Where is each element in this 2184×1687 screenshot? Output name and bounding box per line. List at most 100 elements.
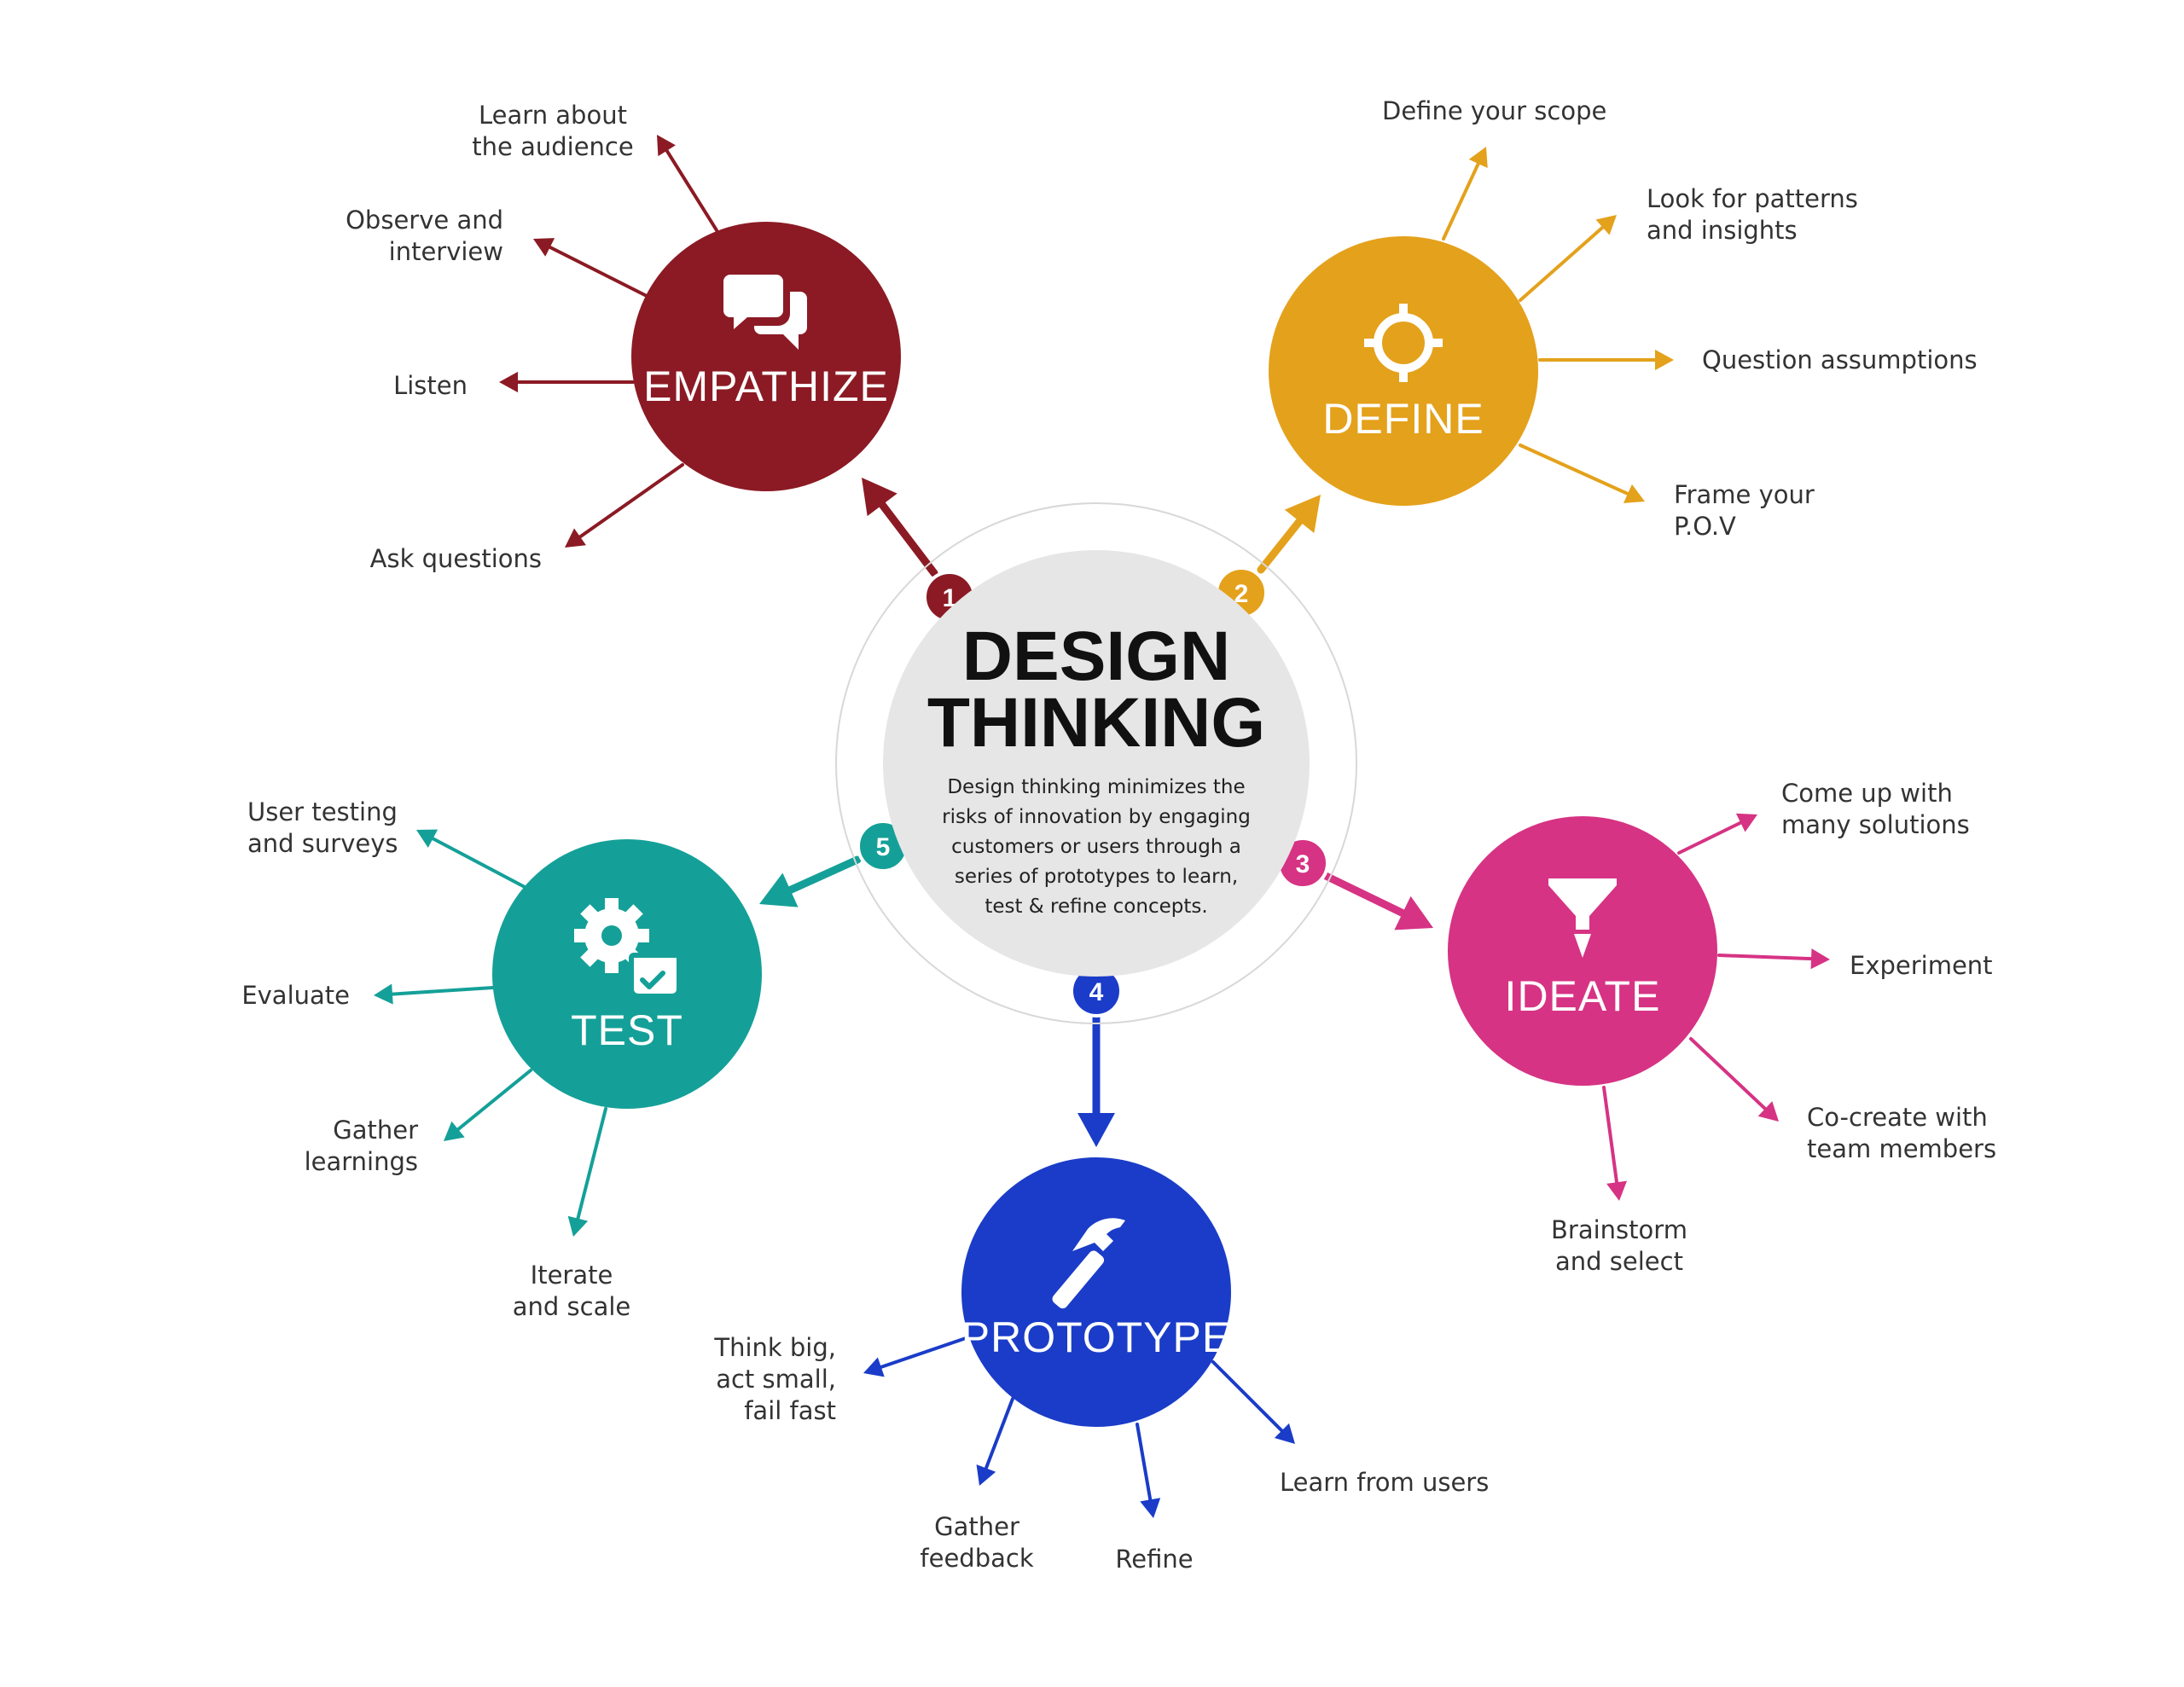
ideate-connector-arrow	[1318, 870, 1433, 930]
test-item-label-line: Iterate	[531, 1261, 613, 1290]
center-description-line: customers or users through a	[951, 836, 1241, 858]
test-item-label-line: Evaluate	[241, 981, 350, 1010]
define-label: DEFINE	[1322, 395, 1484, 443]
prototype-item-label-line: act small,	[716, 1365, 836, 1394]
center-hub: DESIGN THINKING Design thinking minimize…	[835, 502, 1357, 1024]
define-item-label: Question assumptions	[1702, 345, 1978, 374]
define-item-label-line: Look for patterns	[1647, 184, 1858, 213]
prototype-item-label: Gather feedback	[920, 1512, 1033, 1573]
prototype-item-label-line: Think big,	[713, 1333, 836, 1362]
center-description-line: Design thinking minimizes the	[947, 776, 1245, 798]
hammer-icon	[1052, 1218, 1125, 1309]
empathize-connector-arrow	[862, 478, 938, 577]
test-label: TEST	[571, 1006, 683, 1054]
empathize-leaf-arrow	[565, 463, 684, 548]
ideate-label: IDEATE	[1505, 972, 1661, 1020]
empathize-leaf-arrow	[657, 135, 718, 232]
ideate-leaf-arrow	[1677, 813, 1757, 855]
define-item-label-line: Define your scope	[1382, 96, 1606, 125]
ideate-step-number: 3	[1296, 850, 1310, 878]
prototype-item-label-line: Gather	[934, 1512, 1019, 1541]
define-leaf-arrow	[1519, 215, 1617, 302]
prototype-leaf-arrow	[1211, 1360, 1295, 1444]
prototype-item-label-line: Refine	[1115, 1545, 1193, 1574]
define-item-label: Define your scope	[1382, 96, 1606, 125]
test-step-number: 5	[876, 833, 891, 861]
empathize-leaf-arrow	[533, 238, 650, 299]
define-connector-arrow	[1257, 495, 1321, 574]
define-item-label-line: and insights	[1647, 216, 1798, 245]
test-item-label-line: and scale	[513, 1292, 631, 1321]
define-leaf-arrow	[1538, 349, 1674, 371]
prototype-connector-arrow	[1077, 1011, 1115, 1147]
empathize-item-label-line: the audience	[472, 132, 633, 161]
center-title-line2: THINKING	[927, 684, 1265, 762]
define-item-label-line: Frame your	[1674, 480, 1815, 509]
test-connector-arrow	[759, 855, 862, 907]
define-step-number: 2	[1234, 580, 1249, 608]
define-item-label: Look for patterns and insights	[1647, 184, 1858, 245]
define-item-label-line: Question assumptions	[1702, 345, 1978, 374]
center-disc	[883, 550, 1310, 977]
ideate-item-label: Experiment	[1850, 951, 1993, 980]
test-circle	[492, 839, 762, 1109]
crosshair-icon	[1364, 304, 1443, 382]
empathize-item-label-line: Ask questions	[370, 544, 542, 573]
prototype-item-label-line: fail fast	[744, 1396, 836, 1425]
empathize-item-label: Ask questions	[370, 544, 542, 573]
prototype-step-number: 4	[1089, 978, 1104, 1006]
center-outer-ring	[835, 502, 1357, 1024]
funnel-icon	[1548, 878, 1617, 958]
center-description-line: risks of innovation by engaging	[942, 806, 1251, 828]
chat-bubbles-icon	[723, 275, 807, 350]
prototype-label: PROTOTYPE	[961, 1313, 1231, 1361]
empathize-item-label: Listen	[393, 371, 468, 400]
center-description-line: test & refine concepts.	[985, 896, 1207, 918]
empathize-circle	[631, 222, 901, 491]
prototype-item-label: Refine	[1115, 1545, 1193, 1574]
prototype-circle	[961, 1157, 1231, 1427]
ideate-leaf-arrow	[1717, 948, 1830, 970]
test-leaf-arrow	[567, 1107, 607, 1237]
ideate-item-label-line: many solutions	[1781, 810, 1970, 839]
ideate-item-label-line: Brainstorm	[1551, 1215, 1687, 1244]
prototype-leaf-arrow	[1136, 1423, 1161, 1518]
test-leaf-arrow	[444, 1069, 532, 1141]
ideate-item-label-line: and select	[1555, 1247, 1683, 1276]
prototype-leaf-arrow	[863, 1336, 970, 1377]
test-leaf-arrow	[374, 983, 495, 1005]
gear-check-icon	[574, 898, 682, 997]
ideate-item-label-line: Come up with	[1781, 779, 1953, 808]
empathize-label: EMPATHIZE	[643, 362, 889, 410]
prototype-item-label: Think big, act small,fail fast	[713, 1333, 836, 1425]
empathize-item-label-line: Observe and	[346, 206, 503, 235]
empathize-item-label-line: Listen	[393, 371, 468, 400]
center-title-line1: DESIGN	[962, 617, 1230, 695]
prototype-item-label-line: feedback	[920, 1544, 1033, 1573]
empathize-item-label-line: Learn about	[479, 101, 627, 130]
define-leaf-arrow	[1442, 147, 1488, 241]
test-item-label-line: Gather	[333, 1116, 418, 1145]
ideate-item-label: Brainstorm and select	[1551, 1215, 1687, 1276]
prototype-item-label-line: Learn from users	[1280, 1468, 1489, 1497]
prototype-leaf-arrow	[976, 1397, 1014, 1486]
define-leaf-arrow	[1519, 443, 1645, 503]
ideate-item-label-line: Co-create with	[1807, 1103, 1988, 1132]
test-item-label: Evaluate	[241, 981, 350, 1010]
empathize-leaf-arrow	[499, 371, 635, 393]
